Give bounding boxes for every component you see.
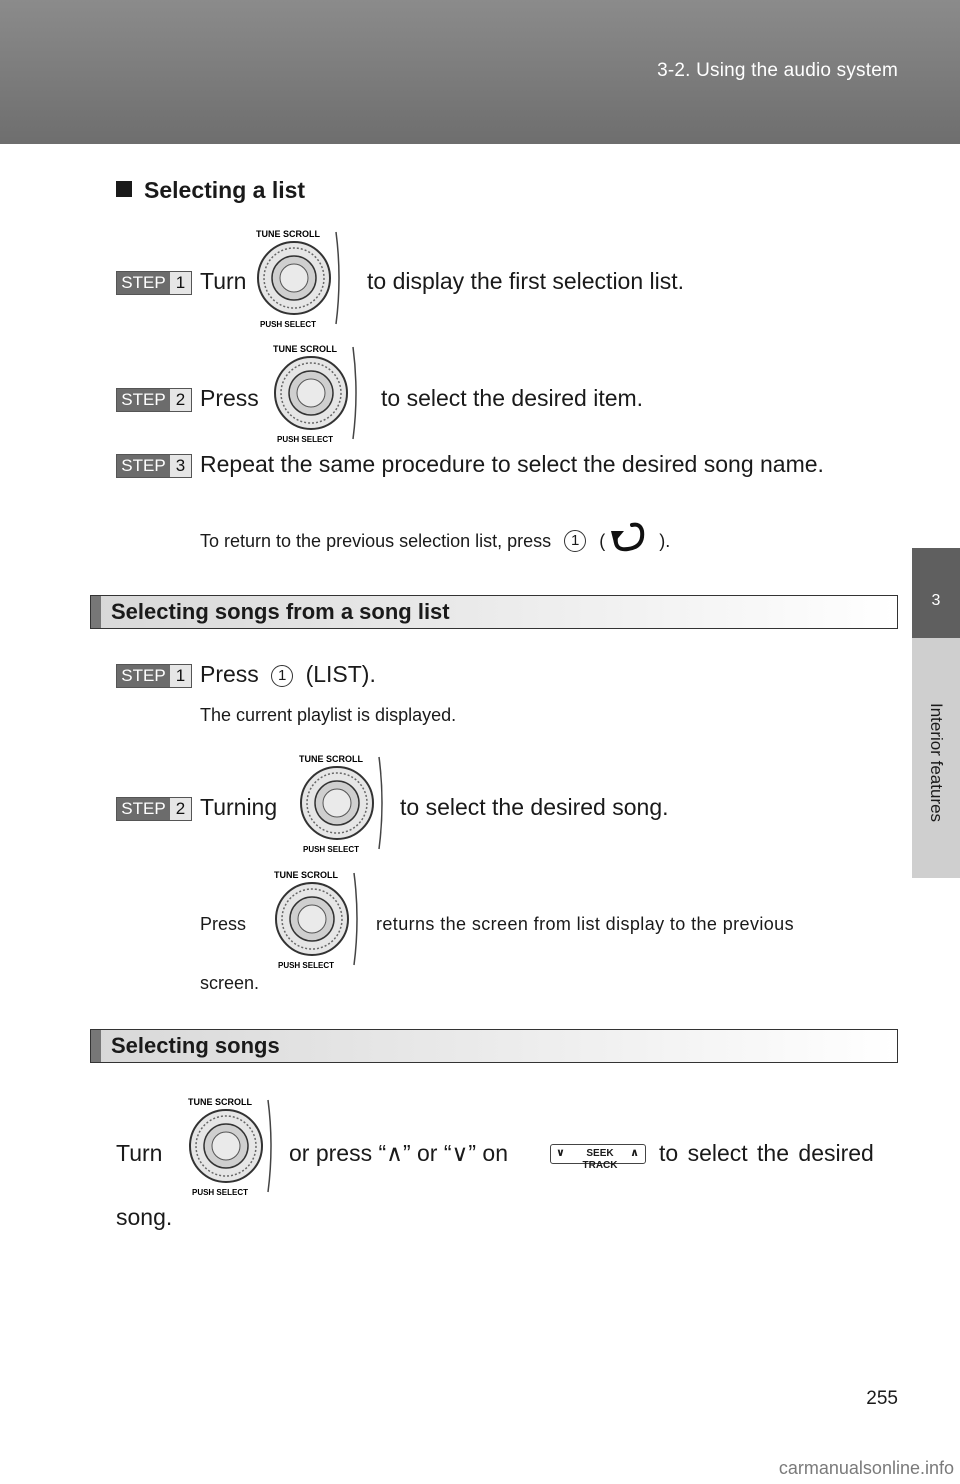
tune-scroll-knob-icon: TUNE SCROLL PUSH SELECT bbox=[287, 751, 387, 855]
section-title-bar: Selecting songs from a song list bbox=[90, 595, 898, 629]
note-return-list: To return to the previous selection list… bbox=[200, 521, 670, 557]
tune-scroll-knob-icon: TUNE SCROLL PUSH SELECT bbox=[244, 226, 344, 330]
step-text: Turn bbox=[200, 268, 247, 294]
svg-text:PUSH SELECT: PUSH SELECT bbox=[260, 320, 316, 329]
note-text: Press bbox=[200, 914, 247, 934]
chapter-label: Interior features bbox=[927, 703, 946, 823]
page-number: 255 bbox=[866, 1388, 898, 1409]
body-text: Turn bbox=[116, 1140, 163, 1166]
svg-text:TUNE SCROLL: TUNE SCROLL bbox=[273, 344, 338, 354]
note-text: screen. bbox=[200, 973, 260, 993]
chapter-number: 3 bbox=[931, 592, 941, 609]
svg-text:PUSH SELECT: PUSH SELECT bbox=[192, 1188, 248, 1197]
body-text: song. bbox=[116, 1204, 173, 1230]
chapter-label-tab bbox=[912, 638, 960, 878]
watermark: carmanualsonline.info bbox=[778, 1458, 954, 1478]
svg-text:TUNE SCROLL: TUNE SCROLL bbox=[274, 870, 339, 880]
svg-text:TUNE SCROLL: TUNE SCROLL bbox=[256, 229, 321, 239]
section-heading-text: Selecting a list bbox=[144, 177, 306, 203]
tune-scroll-knob-icon: TUNE SCROLL PUSH SELECT bbox=[176, 1094, 276, 1198]
square-bullet-icon bbox=[116, 181, 132, 197]
svg-text:PUSH SELECT: PUSH SELECT bbox=[277, 435, 333, 444]
step-text: to select the desired item. bbox=[381, 385, 644, 411]
seek-track-button-icon: ∨ SEEK TRACK ∧ bbox=[550, 1144, 646, 1172]
tune-scroll-knob-icon: TUNE SCROLL PUSH SELECT bbox=[262, 867, 362, 971]
step-text: Repeat the same procedure to select the … bbox=[200, 451, 824, 477]
chapter-number-tab: 3 bbox=[912, 548, 960, 638]
page-header: 3-2. Using the audio system bbox=[0, 0, 960, 144]
tune-scroll-knob-icon: TUNE SCROLL PUSH SELECT bbox=[261, 341, 361, 445]
svg-text:TUNE SCROLL: TUNE SCROLL bbox=[299, 754, 364, 764]
svg-text:PUSH SELECT: PUSH SELECT bbox=[303, 845, 359, 854]
step-note: The current playlist is displayed. bbox=[200, 705, 457, 725]
header-title: 3-2. Using the audio system bbox=[657, 60, 898, 81]
body-text: to select the desired bbox=[659, 1140, 874, 1166]
preset-button-1-icon: 1 bbox=[564, 530, 587, 552]
svg-text:TUNE SCROLL: TUNE SCROLL bbox=[188, 1097, 253, 1107]
body-text: or press “∧” or “∨” on bbox=[289, 1140, 508, 1166]
section-heading-selecting-list: Selecting a list bbox=[116, 177, 305, 204]
step-text: to display the first selection list. bbox=[367, 268, 685, 294]
back-arrow-icon bbox=[611, 522, 645, 552]
preset-button-1-icon: 1 bbox=[271, 665, 294, 687]
step-text: to select the desired song. bbox=[400, 794, 669, 820]
note-text: returns the screen from list display to … bbox=[376, 914, 794, 934]
step-text: Press 1 (LIST). bbox=[200, 661, 376, 687]
svg-text:PUSH SELECT: PUSH SELECT bbox=[278, 961, 334, 970]
step-text: Press bbox=[200, 385, 259, 411]
step-text: Turning bbox=[200, 794, 278, 820]
section-title-bar: Selecting songs bbox=[90, 1029, 898, 1063]
